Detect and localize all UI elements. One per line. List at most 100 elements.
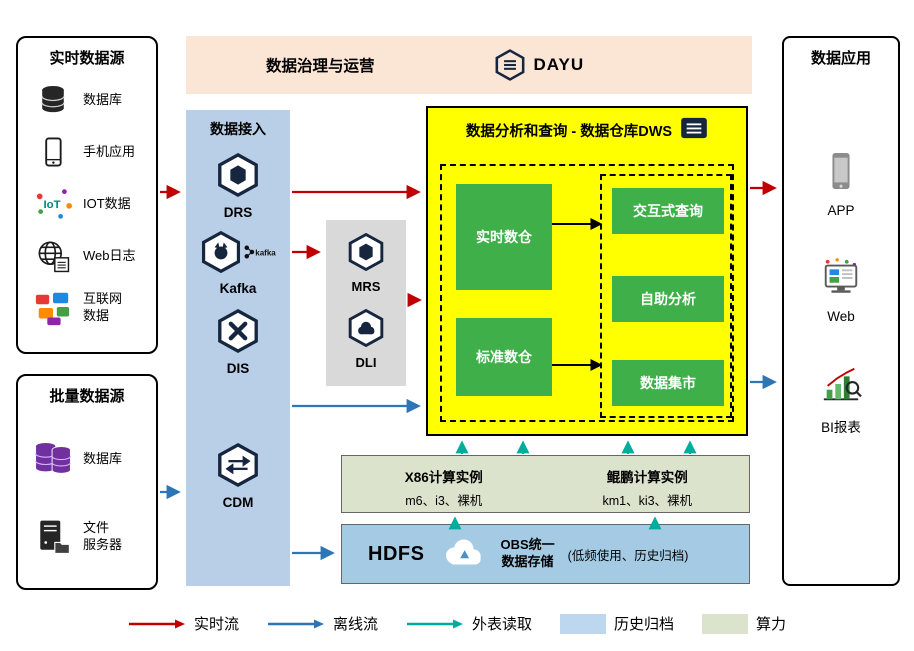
dws-box-realtime-warehouse: 实时数仓 (456, 184, 552, 290)
legend-label: 历史归档 (614, 616, 675, 633)
web-log-icon (30, 237, 76, 275)
web-browser-icon (818, 256, 864, 303)
batch-sources-panel: 批量数据源 数据库 文件 服务器 (16, 374, 158, 590)
document-icon (680, 117, 708, 144)
list-item: DIS (186, 308, 290, 376)
obs-note: (低频使用、历史归档) (567, 548, 689, 563)
dws-title: 数据分析和查询 - 数据仓库DWS (465, 124, 673, 140)
list-item: DRS (186, 152, 290, 220)
realtime-sources-panel: 实时数据源 数据库 手机应用 IoT IOT数据 (16, 36, 158, 354)
list-item: 数据库 (30, 74, 150, 126)
compute-name: X86计算实例 (404, 470, 483, 485)
applications-title: 数据应用 (810, 50, 871, 67)
iot-icon-text: IoT (44, 199, 61, 211)
list-item: 数据库 (30, 420, 150, 498)
dws-box-data-mart: 数据集市 (612, 360, 724, 406)
source-label: 数据库 (83, 91, 123, 107)
application-label: APP (827, 203, 855, 218)
database-icon (30, 82, 76, 118)
archive-swatch (560, 613, 606, 634)
legend-item-external-read: 外表读取 (406, 613, 532, 634)
storage-bar: HDFS OBS统一 数据存储 (低频使用、历史归档) (341, 524, 750, 584)
offline-flow-arrow-icon (267, 619, 324, 628)
service-label: MRS (351, 279, 381, 294)
legend-label: 外表读取 (471, 616, 532, 633)
mobile-app-icon (30, 135, 76, 169)
external-read-arrow-icon (406, 619, 463, 628)
ingestion-panel: 数据接入 DRS kafka Kafka DIS (186, 110, 290, 586)
dws-box-self-service-analysis: 自助分析 (612, 276, 724, 322)
list-item: BI报表 (784, 363, 898, 436)
dayu-logo: DAYU (493, 48, 585, 82)
list-item: kafka Kafka (186, 230, 290, 296)
internet-data-icon (30, 289, 76, 327)
dws-box-standard-warehouse: 标准数仓 (456, 318, 552, 396)
dws-panel: 数据分析和查询 - 数据仓库DWS 实时数仓 标准数仓 交互式查询 自助分析 数… (426, 106, 748, 436)
iot-icon: IoT (30, 185, 76, 223)
application-label: BI报表 (821, 420, 861, 435)
legend: 实时流 离线流 外表读取 历史归档 算力 (0, 613, 914, 634)
app-phone-icon (822, 150, 860, 197)
kafka-hexagon-icon (199, 230, 243, 279)
obs-label: OBS统一 数据存储 (500, 537, 555, 569)
dayu-logo-text: DAYU (533, 55, 585, 74)
compute-cell-x86: X86计算实例 m6、i3、裸机 (342, 456, 546, 512)
source-label: 数据库 (83, 450, 123, 466)
source-label: 手机应用 (83, 143, 136, 159)
list-item: MRS (326, 232, 406, 294)
list-item: APP (784, 150, 898, 218)
legend-item-archive: 历史归档 (560, 613, 674, 634)
compute-cell-kunpeng: 鲲鹏计算实例 km1、ki3、裸机 (546, 456, 750, 512)
governance-bar: 数据治理与运营 DAYU (186, 36, 752, 94)
compute-detail: m6、i3、裸机 (405, 494, 483, 508)
list-item: 文件 服务器 (30, 498, 150, 576)
dws-query-region: 交互式查询 自助分析 数据集市 (600, 174, 732, 418)
dayu-hexagon-icon (495, 49, 524, 81)
compute-name: 鲲鹏计算实例 (606, 470, 688, 485)
bi-report-icon (818, 363, 864, 410)
list-item: CDM (186, 442, 290, 510)
source-label: Web日志 (83, 247, 136, 263)
legend-label: 算力 (756, 616, 787, 633)
kafka-logo-text: kafka (255, 248, 276, 257)
realtime-flow-arrow-icon (128, 619, 185, 628)
legend-label: 离线流 (332, 616, 378, 633)
source-label: IOT数据 (83, 195, 131, 211)
ingestion-title: 数据接入 (210, 121, 266, 137)
service-label: Kafka (219, 281, 257, 296)
list-item: IoT IOT数据 (30, 178, 150, 230)
service-label: DIS (226, 361, 250, 376)
source-label: 文件 服务器 (83, 520, 123, 552)
file-server-icon (30, 517, 76, 557)
compute-detail: km1、ki3、裸机 (602, 494, 693, 508)
list-item: Web (784, 256, 898, 324)
legend-label: 实时流 (193, 616, 239, 633)
list-item: 互联网 数据 (30, 282, 150, 334)
realtime-sources-title: 实时数据源 (49, 50, 125, 67)
list-item: DLI (326, 308, 406, 370)
compute-swatch (702, 613, 749, 634)
service-label: DLI (355, 355, 377, 370)
dws-inner-region: 实时数仓 标准数仓 交互式查询 自助分析 数据集市 (440, 164, 734, 422)
governance-title: 数据治理与运营 (266, 58, 375, 75)
applications-panel: 数据应用 APP Web BI报表 (782, 36, 900, 586)
list-item: Web日志 (30, 230, 150, 282)
hdfs-label: HDFS (368, 542, 425, 565)
legend-item-compute: 算力 (702, 613, 786, 634)
kafka-logo-icon: kafka (243, 244, 277, 265)
dli-hexagon-icon (346, 308, 386, 353)
service-label: DRS (223, 205, 253, 220)
dis-hexagon-icon (215, 308, 261, 359)
service-label: CDM (222, 495, 254, 510)
processing-panel: MRS DLI (326, 220, 406, 386)
legend-item-offline-flow: 离线流 (267, 613, 378, 634)
list-item: 手机应用 (30, 126, 150, 178)
database-purple-icon (30, 438, 76, 480)
dws-box-interactive-query: 交互式查询 (612, 188, 724, 234)
source-label: 互联网 数据 (83, 291, 123, 323)
compute-bar: X86计算实例 m6、i3、裸机 鲲鹏计算实例 km1、ki3、裸机 (341, 455, 750, 513)
batch-sources-title: 批量数据源 (49, 388, 125, 405)
application-label: Web (827, 309, 855, 324)
legend-item-realtime-flow: 实时流 (128, 613, 239, 634)
